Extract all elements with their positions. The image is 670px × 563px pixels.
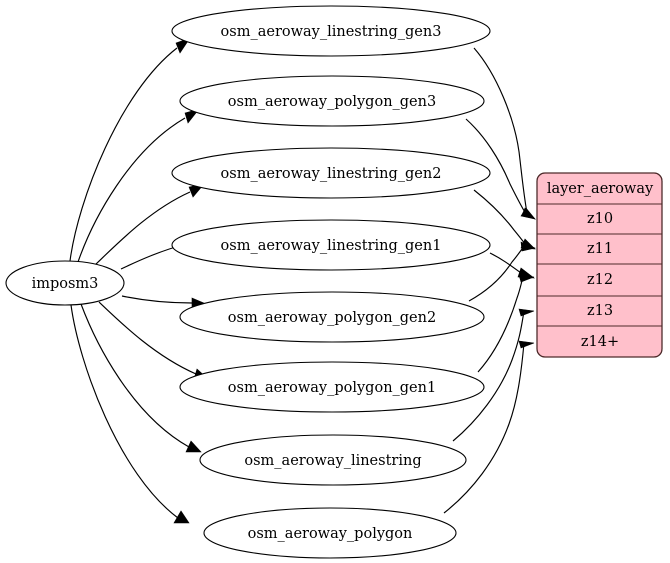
layer_aeroway-outline [536, 172, 663, 358]
osm_aeroway_polygon_gen1-label: osm_aeroway_polygon_gen1 [228, 380, 436, 396]
edge-osm_aeroway_polygon-to-z14plus [443, 340, 535, 514]
osm_aeroway_polygon-ellipse[interactable] [203, 507, 457, 559]
node-osm_aeroway_linestring_gen2[interactable]: osm_aeroway_linestring_gen2 [171, 147, 491, 199]
imposm3-ellipse[interactable] [5, 260, 125, 306]
layer_aeroway-row-z12[interactable]: z12 [587, 272, 613, 288]
layer_aeroway-row-z13[interactable]: z13 [587, 303, 613, 319]
osm_aeroway_linestring_gen1-ellipse[interactable] [171, 219, 491, 271]
node-osm_aeroway_polygon_gen2[interactable]: osm_aeroway_polygon_gen2 [179, 291, 485, 343]
osm_aeroway_linestring-label: osm_aeroway_linestring [244, 453, 421, 469]
node-layer_aeroway[interactable]: layer_aeroway z10 z11 z12 z13 z14+ [536, 172, 663, 358]
layer_aeroway-row-z11[interactable]: z11 [587, 241, 613, 257]
edge-group-tables-to-layer [443, 47, 536, 514]
osm_aeroway_linestring_gen3-label: osm_aeroway_linestring_gen3 [221, 24, 442, 40]
osm_aeroway_linestring_gen1-label: osm_aeroway_linestring_gen1 [221, 238, 442, 254]
osm_aeroway_polygon_gen2-ellipse[interactable] [179, 291, 485, 343]
imposm3-label: imposm3 [32, 276, 99, 292]
node-osm_aeroway_linestring_gen3[interactable]: osm_aeroway_linestring_gen3 [171, 5, 491, 57]
node-osm_aeroway_polygon[interactable]: osm_aeroway_polygon [203, 507, 457, 559]
edge-osm_aeroway_polygon_gen3-to-z10 [465, 118, 536, 220]
node-osm_aeroway_linestring[interactable]: osm_aeroway_linestring [199, 434, 467, 486]
osm_aeroway_polygon_gen3-ellipse[interactable] [179, 75, 485, 127]
edge-osm_aeroway_polygon_gen2-to-z11 [468, 241, 536, 302]
osm_aeroway_polygon_gen3-label: osm_aeroway_polygon_gen3 [228, 94, 436, 110]
layer_aeroway-body[interactable] [536, 172, 663, 358]
edge-imposm3-to-osm_aeroway_linestring [80, 303, 202, 453]
osm_aeroway_polygon_gen1-ellipse[interactable] [179, 361, 485, 413]
layer_aeroway-row-z10[interactable]: z10 [587, 211, 613, 227]
osm_aeroway_linestring_gen2-label: osm_aeroway_linestring_gen2 [221, 166, 442, 182]
osm_aeroway_linestring_gen3-ellipse[interactable] [171, 5, 491, 57]
node-osm_aeroway_polygon_gen1[interactable]: osm_aeroway_polygon_gen1 [179, 361, 485, 413]
osm_aeroway_polygon-label: osm_aeroway_polygon [248, 526, 413, 542]
node-osm_aeroway_linestring_gen1[interactable]: osm_aeroway_linestring_gen1 [171, 219, 491, 271]
osm_aeroway_linestring_gen2-ellipse[interactable] [171, 147, 491, 199]
edge-osm_aeroway_linestring_gen1-to-z12 [489, 252, 535, 279]
osm_aeroway_polygon_gen2-label: osm_aeroway_polygon_gen2 [228, 310, 436, 326]
layer_aeroway-header-label: layer_aeroway [547, 181, 654, 197]
edge-osm_aeroway_linestring-to-z13 [452, 308, 535, 442]
edge-imposm3-to-osm_aeroway_linestring_gen3 [69, 37, 191, 262]
edge-osm_aeroway_polygon_gen1-to-z12 [477, 274, 535, 373]
edge-imposm3-to-osm_aeroway_polygon [70, 304, 190, 524]
edge-osm_aeroway_linestring_gen3-to-z10 [473, 47, 536, 220]
layer_aeroway-row-z14plus[interactable]: z14+ [581, 334, 619, 350]
node-osm_aeroway_polygon_gen3[interactable]: osm_aeroway_polygon_gen3 [179, 75, 485, 127]
osm_aeroway_linestring-ellipse[interactable] [199, 434, 467, 486]
node-imposm3[interactable]: imposm3 [5, 260, 125, 306]
